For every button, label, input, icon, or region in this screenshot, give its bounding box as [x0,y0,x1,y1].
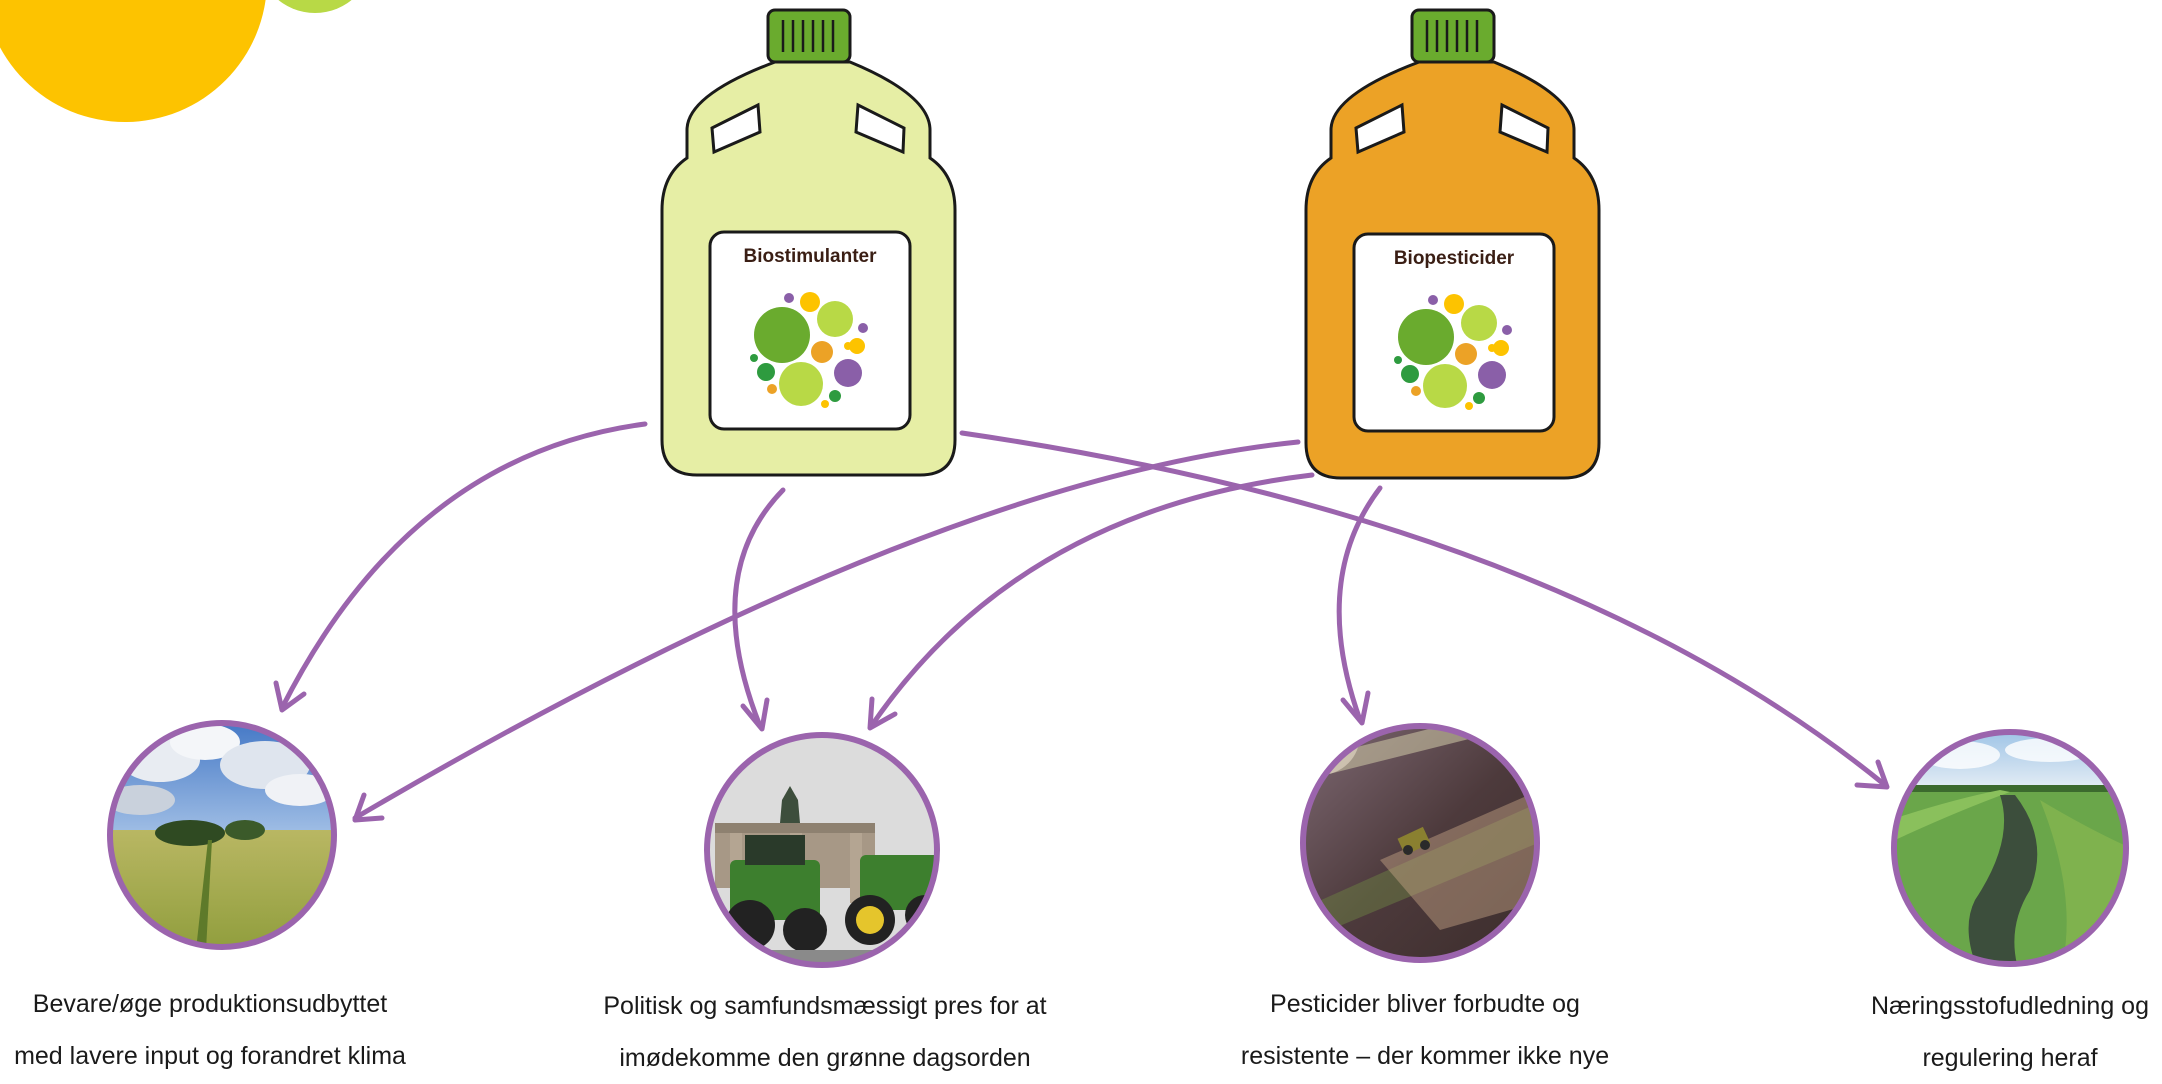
caption-line: Politisk og samfundsmæssigt pres for at [603,992,1047,1020]
bottle-label-text: Biostimulanter [743,246,877,267]
arrow-biostim-to-nutrient-head [1854,759,1890,790]
sun-green-circle [278,0,352,13]
photo-production-field [107,720,337,950]
arrow-biopest-to-production-head [352,792,385,823]
handle-left [710,102,762,155]
caption-production: Bevare/øge produktionsudbyttet med laver… [0,978,420,1082]
arrow-biopest-to-production [352,439,1301,821]
photo-border [1891,729,2129,967]
bottle-biostimulanter: Biostimulanter [660,8,957,477]
cap-ridges [1425,20,1479,52]
handle-right [854,102,906,155]
caption-line: imødekomme den grønne dagsorden [619,1044,1031,1072]
photo-political-tractors [704,732,940,968]
arrow-biostim-to-nutrient [959,430,1888,788]
caption-nutrient: Næringsstofudledning og regulering heraf [1840,980,2162,1084]
arrow-biopest-to-political-head [867,696,898,731]
handle-right [1498,102,1550,155]
arrow-biostim-to-production [279,421,648,711]
caption-line: Næringsstofudledning og [1871,992,2149,1020]
caption-political: Politisk og samfundsmæssigt pres for at … [575,980,1075,1084]
decorative-sun [0,0,352,122]
bottle-cap [766,8,852,64]
arrows [273,421,1890,823]
sun-yellow-circle [0,0,266,122]
caption-line: Bevare/øge produktionsudbyttet [32,990,388,1018]
arrow-biostim-to-political [732,487,786,729]
cap-ridges [781,20,835,52]
caption-line: regulering heraf [1922,1044,2098,1072]
bottle-cap [1410,8,1496,64]
handle-left [1354,102,1406,155]
photo-border [107,720,337,950]
arrow-biopest-to-pesticides-head [1340,690,1371,726]
bubble-logo [750,292,868,408]
bubble-logo [1394,294,1512,410]
arrow-biostim-to-political-head [740,697,770,732]
caption-line: med lavere input og forandret klima [14,1042,406,1070]
photo-nutrient-stream [1891,729,2129,967]
photo-pesticide-spraying [1300,723,1540,963]
caption-line: resistente – der kommer ikke nye [1240,1042,1610,1070]
caption-pesticides: Pesticider bliver forbudte og resistente… [1200,978,1650,1082]
photo-border [1300,723,1540,963]
bottle-label-text: Biopesticider [1394,248,1515,269]
photo-border [704,732,940,968]
arrow-biopest-to-political [869,472,1315,728]
arrow-biopest-to-pesticides [1336,485,1383,723]
arrow-biostim-to-production-head [273,680,307,713]
caption-line: Pesticider bliver forbudte og [1270,990,1580,1018]
bottle-biopesticider: Biopesticider [1304,8,1601,480]
